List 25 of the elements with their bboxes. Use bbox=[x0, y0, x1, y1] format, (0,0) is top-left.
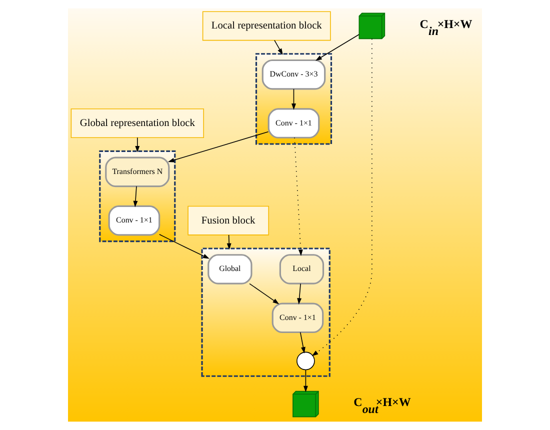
node-box: DwConv - 3×3 bbox=[262, 59, 326, 90]
arrow bbox=[303, 369, 308, 392]
arrow bbox=[300, 332, 306, 354]
node-box: Transformers N bbox=[105, 156, 170, 188]
arrow bbox=[274, 40, 283, 55]
arrow bbox=[292, 88, 296, 110]
arrow bbox=[297, 283, 302, 305]
cluster bbox=[255, 53, 332, 145]
node-box: Conv - 1×1 bbox=[108, 205, 160, 236]
node-box: Conv - 1×1 bbox=[272, 302, 324, 334]
arrow bbox=[312, 38, 372, 356]
node-box: Conv - 1×1 bbox=[268, 108, 320, 138]
node-circle bbox=[296, 352, 315, 370]
arrow bbox=[226, 234, 232, 250]
arrow bbox=[133, 186, 138, 208]
node-box: Fusion block bbox=[188, 206, 270, 236]
node-box: Local representation block bbox=[202, 11, 331, 41]
node-box: Global representation block bbox=[70, 108, 204, 138]
arrow bbox=[158, 234, 210, 259]
arrow bbox=[249, 283, 280, 304]
node-box: Local bbox=[279, 254, 324, 284]
arrow bbox=[315, 34, 360, 61]
arrow bbox=[135, 137, 140, 152]
node-box: Global bbox=[208, 254, 252, 284]
arrow bbox=[294, 137, 303, 256]
